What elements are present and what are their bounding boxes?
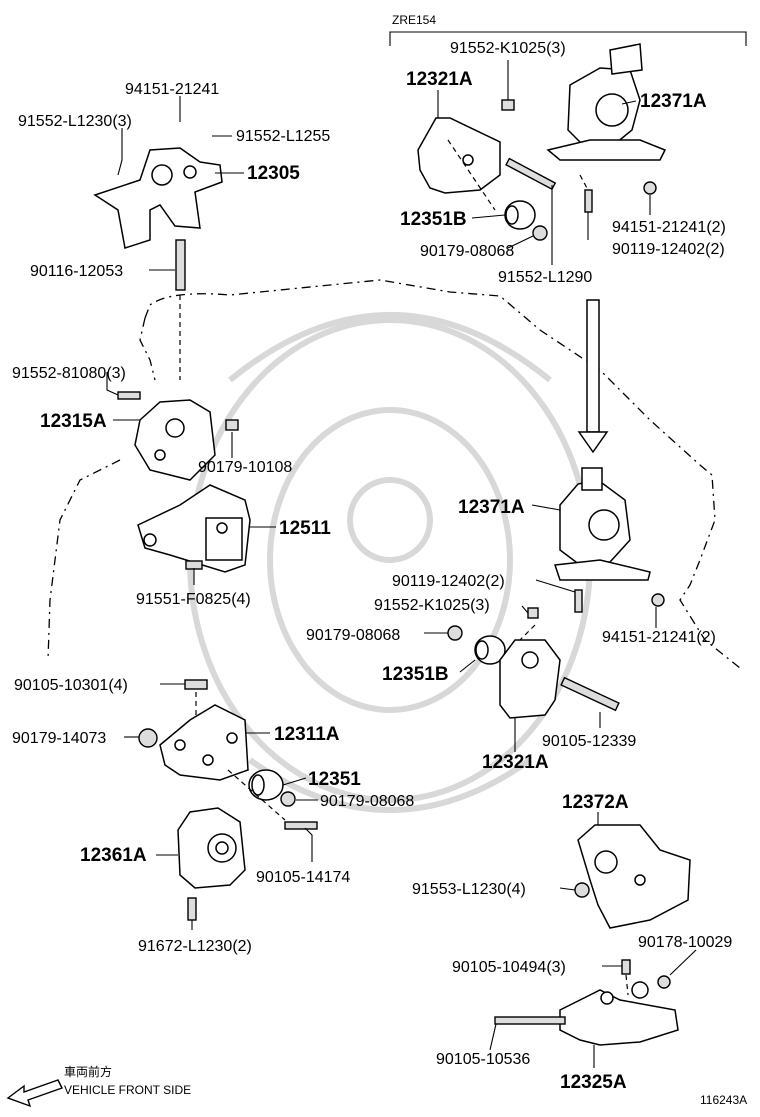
bushing-12351B-mid [474,635,506,665]
mount-12305 [93,147,223,249]
label-90119-12402-mid: 90119-12402(2) [392,573,505,590]
engine-outline [47,279,741,669]
label-12511: 12511 [279,518,331,539]
label-90179-08068-bottom: 90179-08068 [320,793,414,810]
label-91552-81080: 91552-81080(3) [12,365,126,382]
bracket-12311A [159,704,249,781]
label-12311A: 12311A [274,724,340,745]
front-side-indicator: 車両前方 VEHICLE FRONT SIDE [6,1064,191,1108]
bracket-12325A [559,981,679,1046]
front-side-jp: 車両前方 [64,1064,112,1079]
label-90179-14073: 90179-14073 [12,730,106,747]
label-90179-10108: 90179-10108 [198,459,292,476]
label-91553-L1230: 91553-L1230(4) [412,881,526,898]
bolt-90116-12053 [175,239,186,291]
label-12361A: 12361A [80,845,147,866]
bolt-90105-12339 [560,676,620,712]
bolt-90105-10536 [494,1016,566,1025]
bolt-90105-14174 [284,821,318,830]
label-12315A: 12315A [40,411,107,432]
bolt-90119-12402-top [584,189,593,213]
label-94151-21241-mid: 94151-21241(2) [602,629,716,646]
bushing-12351 [248,769,284,801]
label-90116-12053: 90116-12053 [30,263,123,280]
bolt-91551-F0825 [185,560,203,570]
bracket-12321A-mid [499,639,561,719]
bracket-12315A [134,399,216,481]
label-12371A-top: 12371A [640,91,707,112]
label-90179-08068-mid: 90179-08068 [306,627,400,644]
nut-90179-14073 [138,728,158,748]
bolt-91672-L1230 [187,897,197,921]
nut-94151-21241-top [643,181,657,195]
label-12351B-top: 12351B [400,209,467,230]
label-12321A-mid: 12321A [482,752,549,773]
label-12351: 12351 [308,769,361,790]
label-12305: 12305 [247,163,300,184]
mount-12371A-top [546,43,667,161]
label-90119-12402-top: 90119-12402(2) [612,241,725,258]
label-91552-L1255: 91552-L1255 [236,128,330,145]
label-94151-21241: 94151-21241 [125,81,219,98]
nut-90179-08068-top [532,225,548,241]
nut-90178-10029 [657,975,671,989]
label-12321A-top: 12321A [406,69,473,90]
bolt-90105-10301 [184,679,208,690]
bolt-91552-L1290 [505,157,557,191]
bolt-91553-L1230 [574,882,590,898]
bolt-90105-10494 [621,959,631,975]
label-90105-14174: 90105-14174 [256,869,350,886]
front-arrow-icon [6,1079,63,1108]
bolt-91552-K1025-mid [527,607,539,619]
label-94151-21241-top: 94151-21241(2) [612,219,726,236]
nut-94151-21241-mid [651,593,665,607]
label-91672-L1230: 91672-L1230(2) [138,938,252,955]
bolt-91552-81080 [117,391,141,400]
front-side-en: VEHICLE FRONT SIDE [64,1083,191,1097]
label-12371A-mid: 12371A [458,497,525,518]
label-12351B-mid: 12351B [382,664,449,685]
label-90179-08068-top: 90179-08068 [420,243,514,260]
nut-90179-10108 [225,419,239,431]
leader-lines [106,60,697,1068]
label-91552-L1230: 91552-L1230(3) [18,113,132,130]
label-90105-10536: 90105-10536 [436,1051,530,1068]
label-91552-K1025-mid: 91552-K1025(3) [374,597,490,614]
mount-12371A-mid [553,467,651,581]
bracket-12372A [577,824,691,929]
label-91551-F0825: 91551-F0825(4) [136,591,251,608]
label-90105-12339: 90105-12339 [542,733,636,750]
label-90178-10029: 90178-10029 [638,934,732,951]
label-91552-K1025-top: 91552-K1025(3) [450,40,566,57]
mount-12361A [177,807,246,889]
bolt-91552-K1025-top [501,99,515,111]
bracket-12511 [137,484,251,573]
label-12372A: 12372A [562,792,629,813]
diagram-id: 116243A [700,1093,747,1107]
part-labels: ZRE154 94151-21241 91552-L1230(3) 91552-… [12,13,732,1093]
bushing-12351B-top [504,200,536,230]
label-12325A: 12325A [560,1072,627,1093]
watermark [187,312,593,813]
nut-90179-08068-mid [447,625,463,641]
label-90105-10301: 90105-10301(4) [14,677,128,694]
label-90105-10494: 90105-10494(3) [452,959,566,976]
model-label: ZRE154 [392,13,436,27]
bolt-90119-12402-mid [574,589,583,613]
move-arrow [577,299,609,454]
label-91552-L1290: 91552-L1290 [498,269,592,286]
model-bracket [389,31,747,46]
nut-90179-08068-bottom [280,791,296,807]
